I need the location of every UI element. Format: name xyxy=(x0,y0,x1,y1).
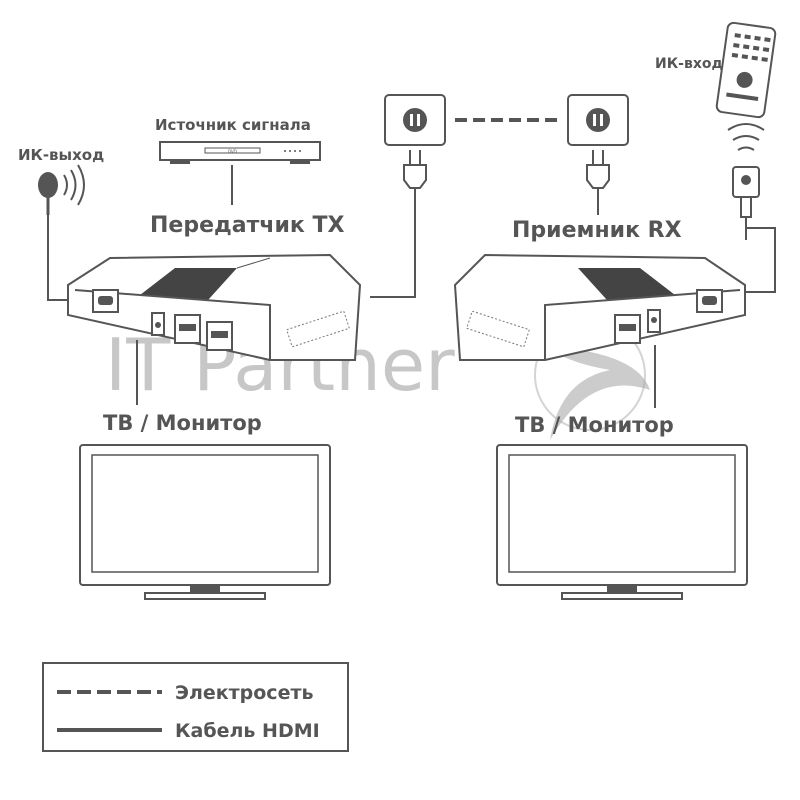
source-label: Источник сигнала xyxy=(155,116,311,134)
ir-emitter-icon xyxy=(38,164,85,215)
legend-label-hdmi: Кабель HDMI xyxy=(175,720,320,742)
tv-right-label: ТВ / Монитор xyxy=(515,413,674,437)
tv-right-icon xyxy=(496,444,748,600)
ir-receiver-icon xyxy=(732,166,760,218)
tv-left-label: ТВ / Монитор xyxy=(103,411,262,435)
ir-out-label: ИК-выход xyxy=(18,146,104,164)
legend-label-power: Электросеть xyxy=(175,682,313,704)
tx-power-cable xyxy=(370,188,416,298)
ir-out-cable xyxy=(47,215,72,301)
power-outlet-right-icon xyxy=(567,94,629,146)
receiver-label: Приемник RX xyxy=(512,218,682,243)
transmitter-device xyxy=(67,253,362,361)
plug-left-icon xyxy=(403,150,427,189)
dvd-display-text: DVD xyxy=(228,149,237,154)
receiver-device xyxy=(453,253,746,361)
legend: Электросеть Кабель HDMI xyxy=(42,662,349,752)
transmitter-label: Передатчик TX xyxy=(150,213,344,238)
remote-control-icon xyxy=(715,21,777,151)
dvd-player-icon: DVD xyxy=(159,141,321,164)
ir-in-cable xyxy=(745,217,776,293)
plug-right-icon xyxy=(586,150,610,189)
tv-left-icon xyxy=(79,444,331,600)
ir-in-label: ИК-вход xyxy=(655,56,723,72)
power-outlet-left-icon xyxy=(384,94,446,146)
